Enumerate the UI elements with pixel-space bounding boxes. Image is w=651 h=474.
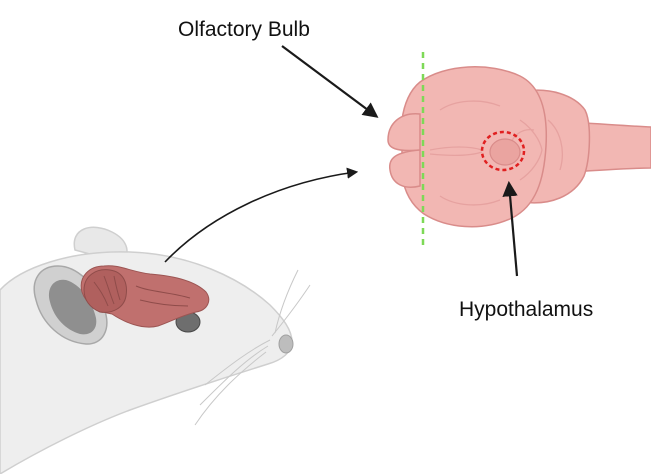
olfactory-bulb-label: Olfactory Bulb (178, 18, 310, 41)
olfactory-bulb-arrow (282, 46, 376, 116)
mouse-to-brain-arrow (165, 172, 356, 262)
mouse-brain-ventral-icon (388, 67, 651, 227)
hypothalamus-label: Hypothalamus (459, 298, 593, 321)
mouse-head-icon (0, 227, 310, 474)
